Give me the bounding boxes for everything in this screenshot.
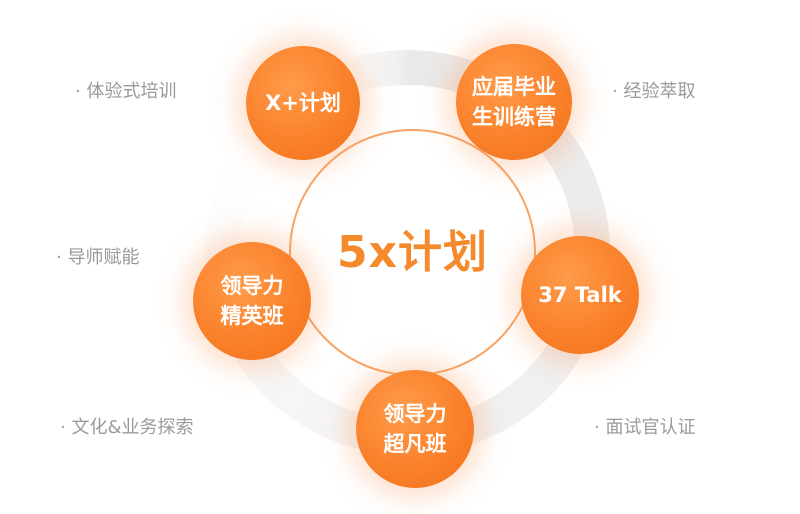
node-x-plan: X+计划 <box>246 46 360 160</box>
label-interviewer-certification: · 面试官认证 <box>594 417 696 438</box>
center-ring <box>289 129 536 376</box>
label-mentor-empowerment: · 导师赋能 <box>56 247 140 268</box>
node-graduate-camp-label: 应届毕业 生训练营 <box>472 75 556 129</box>
node-leadership-super: 领导力 超凡班 <box>356 370 474 488</box>
label-experience-extraction: · 经验萃取 <box>612 81 696 102</box>
node-37-talk: 37 Talk <box>521 236 639 354</box>
node-leadership-elite-label: 领导力 精英班 <box>220 274 284 328</box>
node-37-talk-label: 37 Talk <box>538 283 622 307</box>
node-leadership-super-label: 领导力 超凡班 <box>383 402 447 456</box>
node-leadership-elite: 领导力 精英班 <box>193 242 311 360</box>
node-graduate-camp: 应届毕业 生训练营 <box>456 44 572 160</box>
label-experiential-training: · 体验式培训 <box>75 81 177 102</box>
center-title: 5x计划 <box>337 227 488 278</box>
label-culture-business-exploration: · 文化&业务探索 <box>60 417 194 438</box>
node-x-plan-label: X+计划 <box>265 91 341 115</box>
